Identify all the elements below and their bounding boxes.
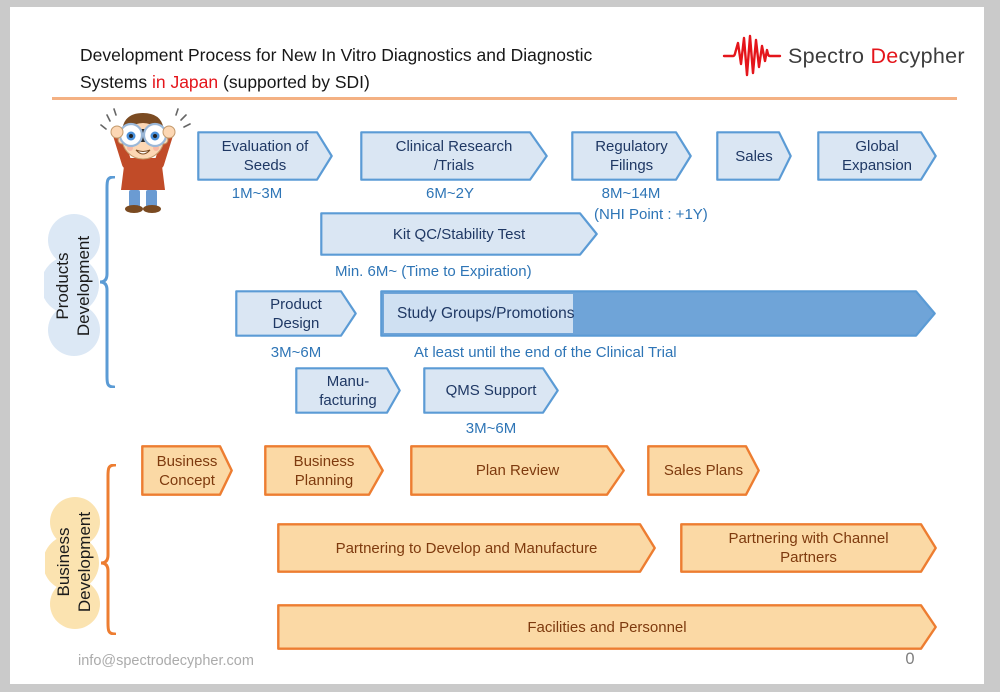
brand-name: Spectro Decypher [788,44,965,68]
business-brace [100,463,117,636]
phase-study-groups-promotions: Study Groups/Promotions [380,290,936,337]
phase-qms-support: QMS Support [423,367,559,414]
phase-global-expansion: Global Expansion [817,131,937,181]
phase-business-concept: Business Concept [141,445,233,496]
phase-manufacturing: Manu- facturing [295,367,401,414]
duration-study-groups: At least until the end of the Clinical T… [414,344,677,361]
phase-kit-qc-stability-test: Kit QC/Stability Test [320,212,598,256]
page-number: 0 [905,650,915,668]
phase-partnering-develop-manufacture: Partnering to Develop and Manufacture [277,523,656,573]
phase-evaluation-of-seeds: Evaluation of Seeds [197,131,333,181]
observer-character-illustration [97,102,191,214]
page-title: Development Process for New In Vitro Dia… [80,45,593,92]
phase-sales: Sales [716,131,792,181]
phase-regulatory-filings: Regulatory Filings [571,131,692,181]
phase-facilities-and-personnel: Facilities and Personnel [277,604,937,650]
duration-product-design: 3M~6M [270,344,322,361]
section-label-business-development: Business Development [54,511,94,613]
title-highlight: in Japan [151,72,219,92]
section-label-products-development: Products Development [53,235,93,337]
contact-email: info@spectrodecypher.com [78,653,254,669]
phase-sales-plans: Sales Plans [647,445,760,496]
title-underline [52,97,957,100]
business-cloud-shape [43,496,105,630]
duration-clinical: 6M~2Y [426,185,474,202]
note-nhi-point: (NHI Point : +1Y) [594,206,708,223]
duration-regulatory: 8M~14M [601,185,661,202]
phase-plan-review: Plan Review [410,445,625,496]
phase-business-planning: Business Planning [264,445,384,496]
waveform-icon [722,34,782,78]
study-groups-highlight-segment [384,294,573,333]
duration-kit-qc: Min. 6M~ (Time to Expiration) [335,263,532,280]
phase-partnering-channel-partners: Partnering with Channel Partners [680,523,937,573]
products-cloud-shape [41,212,104,358]
products-brace [99,175,116,389]
phase-clinical-research-trials: Clinical Research /Trials [360,131,548,181]
phase-product-design: Product Design [235,290,357,337]
duration-evaluation: 1M~3M [231,185,283,202]
duration-qms-support: 3M~6M [465,420,517,437]
